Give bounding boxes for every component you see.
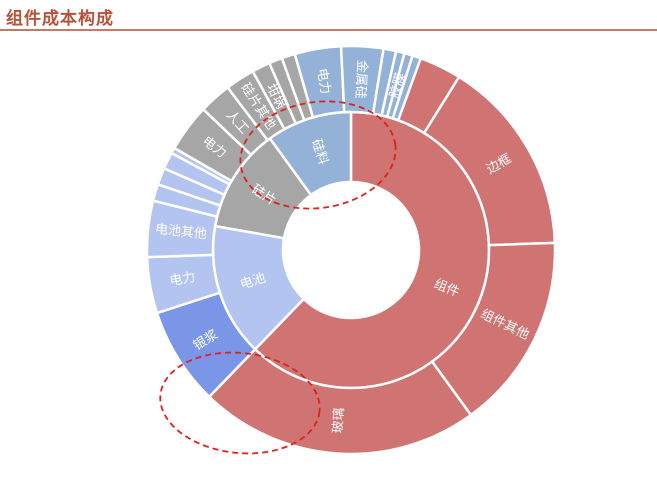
outer-label-6: 电池其他: [154, 222, 207, 242]
outer-segment-22: [391, 53, 423, 122]
outer-label-3: 玻璃: [331, 407, 348, 434]
title-divider: [0, 29, 657, 31]
outer-label-5: 电力: [168, 270, 196, 289]
inner-ring: [211, 110, 491, 390]
page-title: 组件成本构成: [6, 9, 114, 29]
outer-label-17: 电力: [314, 67, 333, 95]
highlight-ellipses: [159, 100, 397, 455]
outer-label-0: 胶膜: [386, 71, 409, 100]
outer-ring: [145, 44, 557, 456]
highlight-ellipse-silver-paste: [159, 351, 321, 455]
outer-label-18: 金属硅: [352, 59, 370, 99]
highlight-ellipse-silicon: [239, 100, 397, 210]
